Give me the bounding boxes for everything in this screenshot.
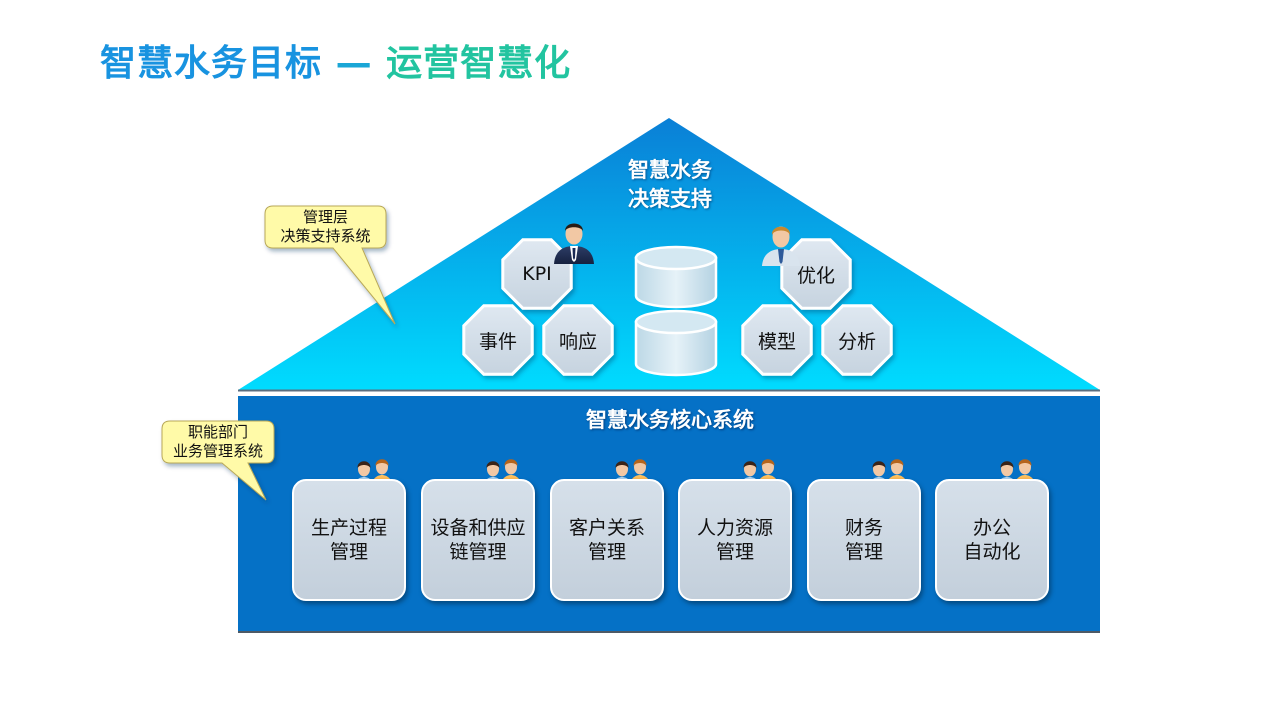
title-sub: 运营智慧化 [386, 43, 572, 84]
node-optimize: 优化 [796, 264, 835, 287]
module-customer: 客户关系 管理 [550, 479, 664, 601]
callout-management-line2: 决策支持系统 [280, 227, 371, 245]
module-label-line2: 自动化 [963, 541, 1021, 563]
module-label-line1: 设备和供应 [430, 517, 526, 539]
module-office-automation: 办公 自动化 [935, 479, 1049, 601]
user-icon [762, 226, 800, 266]
node-response: 响应 [558, 330, 597, 353]
module-label-line1: 客户关系 [568, 517, 645, 539]
module-finance: 财务 管理 [807, 479, 921, 601]
businessman-icon [554, 223, 594, 264]
module-label-line2: 管理 [715, 541, 754, 563]
module-label-line2: 管理 [587, 541, 626, 563]
node-model: 模型 [757, 330, 796, 353]
core-system-title: 智慧水务核心系统 [586, 408, 754, 432]
callout-management-line1: 管理层 [302, 208, 348, 226]
module-equipment-supply: 设备和供应 链管理 [421, 479, 535, 601]
title-separator: — [335, 43, 373, 84]
node-event: 事件 [478, 330, 517, 353]
module-label-line2: 链管理 [449, 541, 507, 563]
octagon-node-shape [542, 304, 614, 376]
module-hr: 人力资源 管理 [678, 479, 792, 601]
octagon-node-shape [741, 304, 813, 376]
callout-functional-text: 职能部门 业务管理系统 [162, 423, 274, 461]
module-production: 生产过程 管理 [292, 479, 406, 601]
callout-functional [161, 420, 275, 501]
callout-management [264, 205, 396, 325]
node-analysis: 分析 [837, 330, 876, 353]
callout-functional-line2: 业务管理系统 [172, 442, 263, 460]
page-title: 智慧水务目标 — 运营智慧化 [100, 34, 571, 86]
callout-management-text: 管理层 决策支持系统 [265, 208, 386, 246]
decision-support-line2: 决策支持 [628, 187, 712, 211]
module-label-line1: 人力资源 [696, 517, 773, 539]
module-label-line1: 生产过程 [310, 517, 387, 539]
callout-functional-line1: 职能部门 [187, 423, 248, 441]
decision-support-title: 智慧水务 决策支持 [570, 156, 770, 214]
module-label-line2: 管理 [329, 541, 368, 563]
title-main: 智慧水务目标 [100, 43, 323, 84]
node-kpi: KPI [522, 263, 552, 285]
database-icon [634, 245, 718, 377]
module-label-line1: 办公 [972, 517, 1011, 539]
octagon-node-shape [462, 304, 534, 376]
module-label-line1: 财务 [844, 517, 883, 539]
decision-support-line1: 智慧水务 [628, 158, 712, 182]
octagon-node-shape [821, 304, 893, 376]
module-label-line2: 管理 [844, 541, 883, 563]
